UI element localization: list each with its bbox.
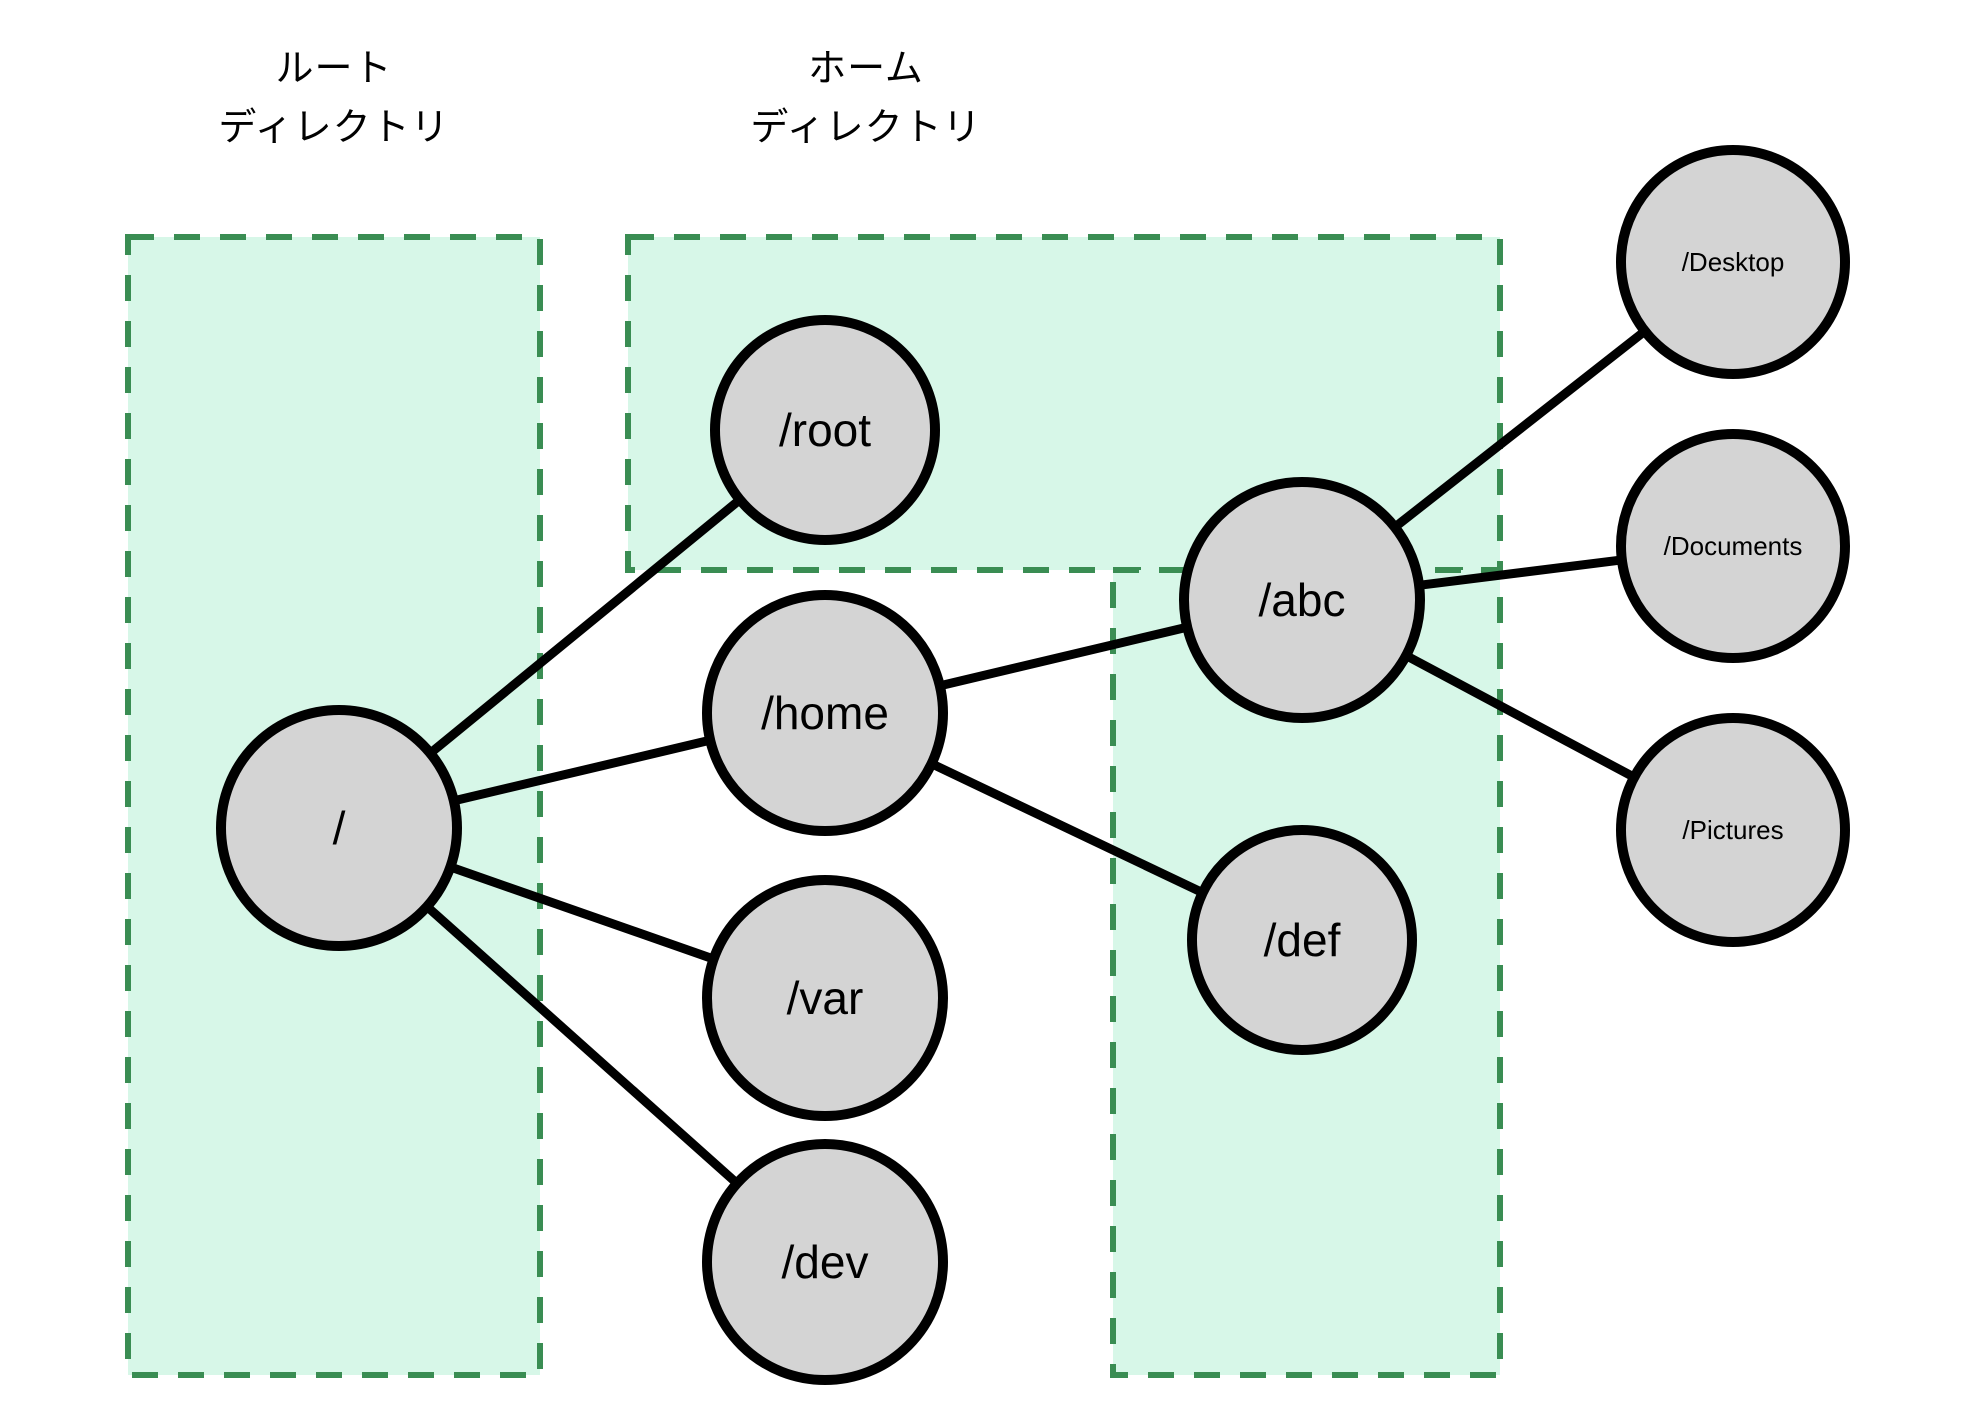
edge-home-to-def xyxy=(926,757,1209,899)
home-directory-group-upper-label: ホーム ディレクトリ xyxy=(750,48,982,149)
nodes-layer: / /root/home/var/dev/abc/def/Desktop/Docu… xyxy=(216,145,1850,1385)
node-var[interactable]: /var xyxy=(702,875,948,1121)
edge-root-to-root xyxy=(424,493,746,760)
node-label-var: /var xyxy=(787,972,864,1024)
node-desktop[interactable]: /Desktop xyxy=(1616,145,1850,379)
node-label-abc: /abc xyxy=(1259,574,1346,626)
node-circle-home[interactable] xyxy=(702,590,948,836)
node-circle-documents[interactable] xyxy=(1616,429,1850,663)
node-circle-abc[interactable] xyxy=(1179,477,1425,723)
node-dev[interactable]: /dev xyxy=(702,1139,948,1385)
node-pictures[interactable]: /Pictures xyxy=(1616,713,1850,947)
edge-root-to-var xyxy=(445,861,719,965)
node-home[interactable]: /home xyxy=(702,590,948,836)
edge-root-to-dev xyxy=(421,900,743,1190)
node-circle-def[interactable] xyxy=(1187,825,1417,1055)
edge-abc-to-documents xyxy=(1414,554,1627,591)
edge-home-to-abc xyxy=(934,621,1193,692)
node-abc[interactable]: /abc xyxy=(1179,477,1425,723)
node-label-documents: /Documents xyxy=(1664,531,1803,561)
node-label-root: / xyxy=(333,802,346,854)
node-root-home[interactable]: /root xyxy=(710,315,940,545)
node-label-root-home: /root xyxy=(779,404,871,456)
edge-root-to-home xyxy=(448,734,716,807)
edges-layer xyxy=(421,325,1651,1190)
node-label-home: /home xyxy=(761,687,889,739)
node-circle-root[interactable] xyxy=(216,705,462,951)
node-documents[interactable]: /Documents xyxy=(1616,429,1850,663)
node-label-def: /def xyxy=(1264,914,1341,966)
node-circle-desktop[interactable] xyxy=(1616,145,1850,379)
node-root[interactable]: / xyxy=(216,705,462,951)
node-circle-root-home[interactable] xyxy=(710,315,940,545)
node-label-pictures: /Pictures xyxy=(1682,815,1783,845)
node-def[interactable]: /def xyxy=(1187,825,1417,1055)
node-label-desktop: /Desktop xyxy=(1682,247,1785,277)
node-circle-dev[interactable] xyxy=(702,1139,948,1385)
edge-abc-to-pictures xyxy=(1400,649,1640,784)
root-directory-group-label: ルート ディレクトリ xyxy=(218,48,450,149)
node-label-dev: /dev xyxy=(782,1236,869,1288)
node-circle-pictures[interactable] xyxy=(1616,713,1850,947)
edge-abc-to-desktop xyxy=(1388,325,1651,534)
node-circle-var[interactable] xyxy=(702,875,948,1121)
